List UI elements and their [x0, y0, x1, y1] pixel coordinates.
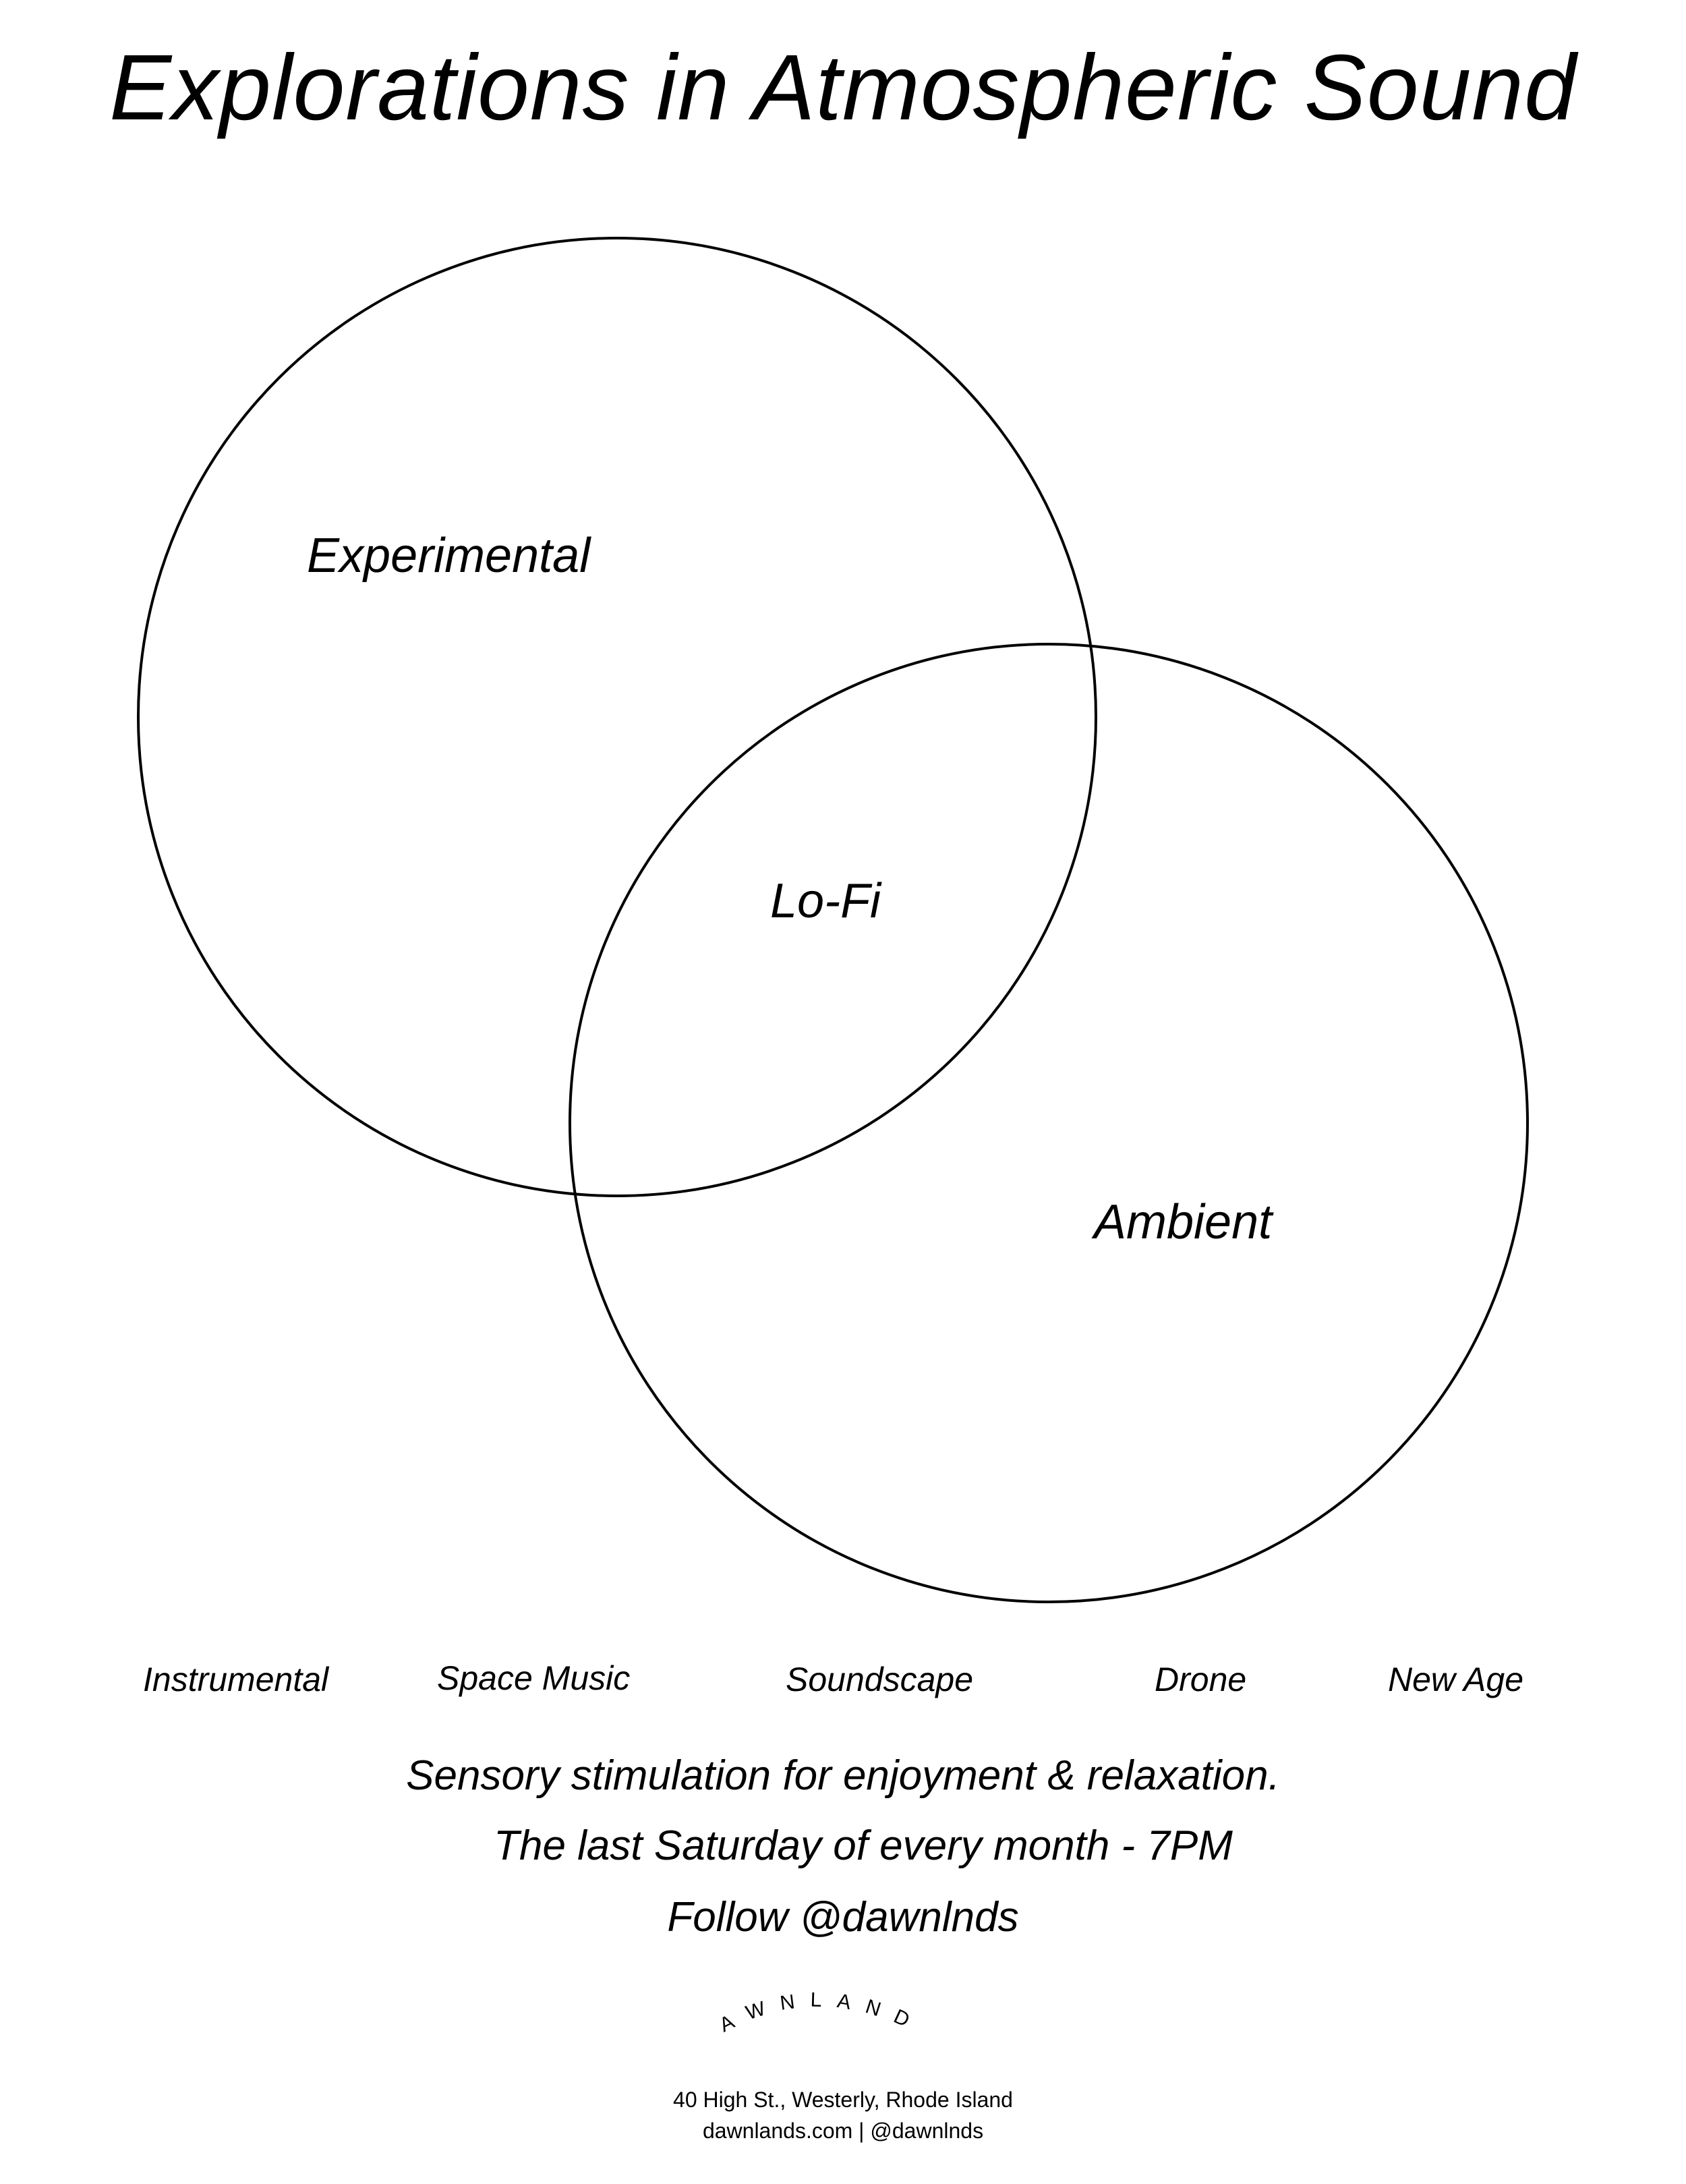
venn-diagram	[137, 237, 1529, 1603]
page-title: Explorations in Atmospheric Sound	[109, 36, 1577, 140]
footer-address: 40 High St., Westerly, Rhode Island	[673, 2088, 1013, 2112]
genre-tag-drone: Drone	[1155, 1661, 1247, 1698]
tagline-description: Sensory stimulation for enjoyment & rela…	[406, 1752, 1280, 1799]
genre-tag-instrumental: Instrumental	[143, 1661, 329, 1698]
venn-circle-ambient	[569, 643, 1529, 1603]
logo-wordmark: DAWNLANDS	[0, 0, 912, 2038]
venn-label-lofi: Lo-Fi	[770, 874, 881, 928]
genre-tag-new-age: New Age	[1388, 1661, 1524, 1698]
venn-label-ambient: Ambient	[1094, 1195, 1273, 1249]
venn-label-experimental: Experimental	[307, 529, 591, 583]
genre-tag-space-music: Space Music	[437, 1659, 631, 1697]
venn-circle-experimental	[137, 237, 1097, 1197]
footer-contact: dawnlands.com | @dawnlnds	[702, 2119, 984, 2143]
genre-tag-soundscape: Soundscape	[786, 1661, 974, 1698]
tagline-follow: Follow @dawnlnds	[667, 1894, 1019, 1941]
tagline-schedule: The last Saturday of every month - 7PM	[494, 1822, 1233, 1869]
